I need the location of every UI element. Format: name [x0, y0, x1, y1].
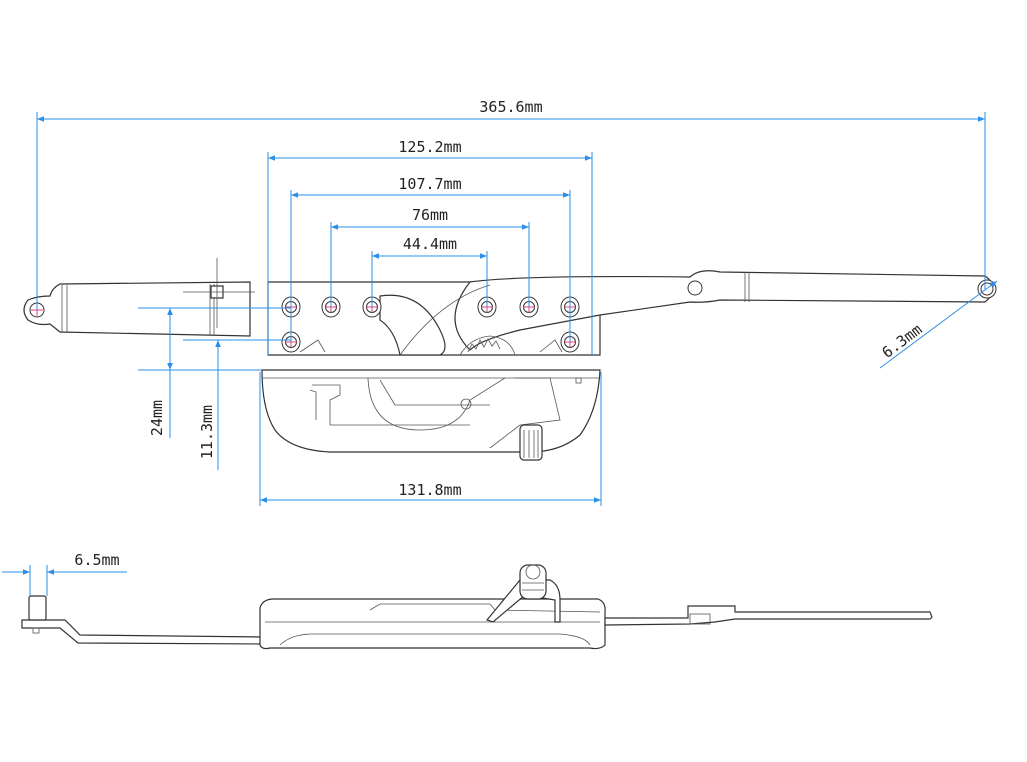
label-overall-length: 365.6mm [479, 98, 542, 116]
dimension-lines [2, 112, 998, 596]
label-middle-hole-span: 76mm [412, 206, 448, 224]
side-housing [259, 598, 606, 650]
crank-spline [519, 424, 543, 461]
label-pin-height: 6.5mm [74, 551, 119, 569]
side-left-arm [21, 619, 266, 645]
top-view-operator [23, 258, 997, 461]
base-cover [261, 369, 601, 453]
side-right-arm [604, 605, 933, 626]
label-housing-hole-span: 125.2mm [398, 138, 461, 156]
side-crank-spline [519, 564, 547, 600]
right-arm-pivot [687, 280, 703, 296]
right-arm [454, 270, 995, 351]
label-eye-diameter: 6.3mm [879, 320, 926, 362]
label-lower-hole-height: 11.3mm [198, 405, 216, 459]
left-arm [23, 281, 251, 337]
label-hole-offset-height: 24mm [148, 400, 166, 436]
label-base-width: 131.8mm [398, 481, 461, 499]
label-outer-hole-span: 107.7mm [398, 175, 461, 193]
side-view-operator [21, 564, 933, 650]
side-pin [28, 595, 47, 621]
label-inner-hole-span: 44.4mm [403, 235, 457, 253]
